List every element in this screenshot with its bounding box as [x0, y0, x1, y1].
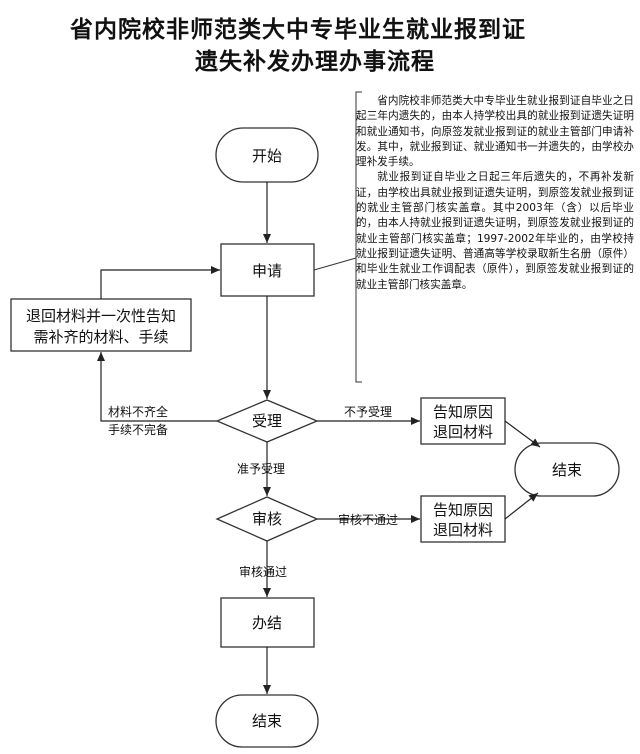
apply-label: 申请 — [252, 262, 282, 280]
edge-notify1-end — [504, 420, 541, 448]
notify-1-line2: 退回材料 — [433, 423, 493, 441]
return-materials-node — [10, 298, 192, 352]
page-title: 省内院校非师范类大中专毕业生就业报到证 — [70, 17, 526, 43]
notify-1-line1: 告知原因 — [433, 403, 493, 421]
notify-reason-node-1 — [420, 397, 506, 445]
note-bracket — [355, 91, 362, 383]
notify-reason-node-2 — [420, 495, 506, 543]
review-label: 审核 — [252, 510, 282, 528]
return-materials-line1: 退回材料并一次性告知 — [26, 307, 176, 325]
accept-label: 受理 — [252, 412, 282, 430]
edge-review-failed: 审核不通过 — [338, 512, 398, 527]
edge-accepted: 准予受理 — [237, 462, 285, 476]
end-node-right — [514, 442, 620, 497]
note-text: 省内院校非师范类大中专毕业生就业报到证自毕业之日起三年内遗失的，由本人持学校出具… — [356, 94, 634, 293]
edge-notify2-end — [504, 492, 539, 520]
note-paragraph-1: 省内院校非师范类大中专毕业生就业报到证自毕业之日起三年内遗失的，由本人持学校出具… — [356, 95, 634, 169]
edge-accept-return — [97, 352, 217, 422]
end-right-label: 结束 — [552, 461, 582, 479]
finish-node — [220, 597, 315, 648]
start-label: 开始 — [252, 147, 282, 165]
page-subtitle: 遗失补发办理办事流程 — [195, 49, 435, 75]
note-connector — [313, 257, 357, 271]
return-materials-line2: 需补齐的材料、手续 — [33, 328, 168, 346]
edge-review-passed: 审核通过 — [239, 564, 287, 579]
edge-incomplete-line1: 材料不齐全 — [108, 404, 168, 419]
edge-return-apply — [100, 266, 220, 299]
finish-label: 办结 — [252, 614, 282, 632]
apply-node — [220, 243, 315, 297]
edge-incomplete-line2: 手续不完备 — [108, 422, 168, 437]
end-bottom-label: 结束 — [252, 712, 282, 730]
notify-2-line2: 退回材料 — [433, 521, 493, 539]
notify-2-line1: 告知原因 — [433, 501, 493, 519]
edge-not-accepted: 不予受理 — [344, 405, 392, 419]
end-node-bottom — [215, 694, 319, 748]
note-paragraph-2: 就业报到证自毕业之日起三年后遗失的，不再补发新证，由学校出具就业报到证遗失证明，… — [356, 171, 634, 291]
